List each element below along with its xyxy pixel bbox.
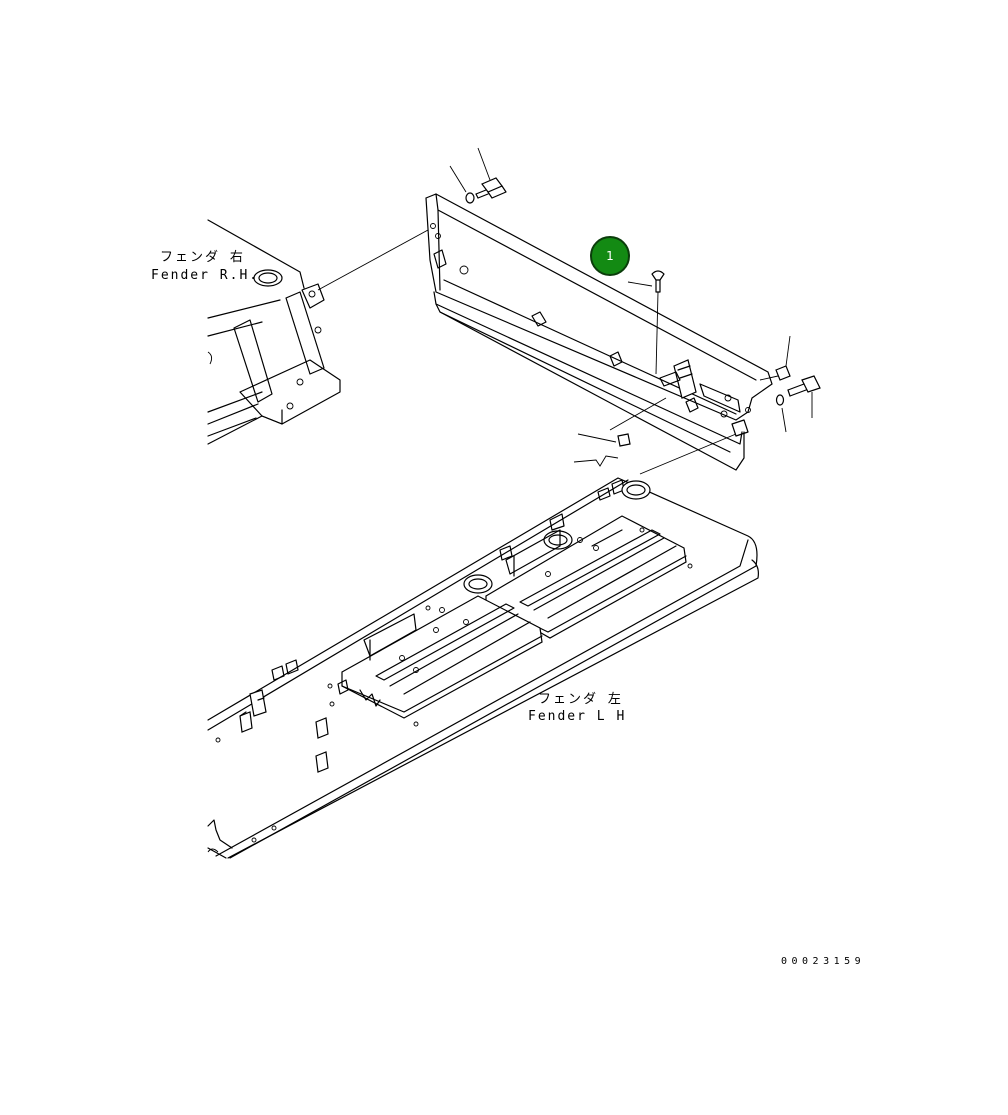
panel-part-1 [425, 193, 773, 471]
nut-right [775, 335, 791, 381]
bolt-right [759, 375, 821, 418]
bolt-top [475, 147, 507, 199]
washer-right [775, 394, 787, 433]
drawing-number: 00023159 [781, 956, 866, 967]
label-fender-lh-en: Fender L H [528, 709, 627, 724]
fender-lh [207, 477, 759, 859]
washer-top [449, 165, 475, 204]
callout-number: 1 [606, 249, 614, 263]
fender-rh [207, 219, 341, 445]
clip-nut [573, 397, 737, 475]
assembly-leader-line [317, 229, 429, 291]
pin [627, 270, 665, 375]
label-fender-rh-jp: フェンダ 右 [160, 250, 245, 265]
part-callout-1[interactable]: 1 [590, 236, 630, 276]
label-fender-lh-jp: フェンダ 左 [538, 692, 623, 707]
label-fender-rh-en: Fender R.H. [151, 268, 260, 283]
